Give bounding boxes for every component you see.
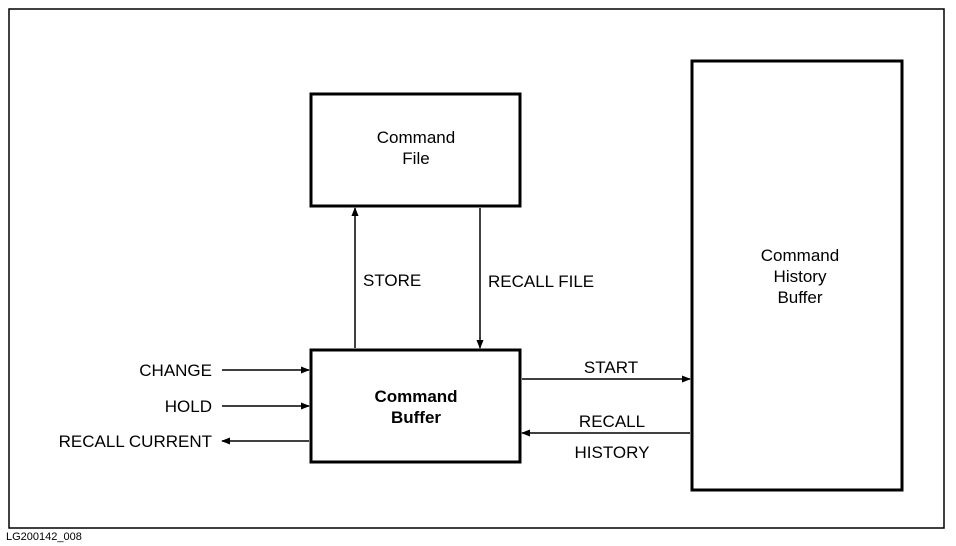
command-file-label-2: File bbox=[402, 149, 429, 168]
figure-id: LG200142_008 bbox=[6, 531, 82, 543]
store-label: STORE bbox=[363, 271, 421, 290]
change-label: CHANGE bbox=[139, 361, 212, 380]
history-buffer-label-2: History bbox=[774, 267, 827, 286]
command-buffer-label-1: Command bbox=[374, 387, 457, 406]
history-buffer-label-3: Buffer bbox=[777, 288, 822, 307]
command-buffer-label-2: Buffer bbox=[391, 408, 441, 427]
history-label: HISTORY bbox=[575, 443, 650, 462]
diagram-frame bbox=[8, 8, 945, 529]
history-buffer-label-1: Command bbox=[761, 246, 839, 265]
command-file-box: Command File bbox=[309, 92, 522, 208]
hold-label: HOLD bbox=[165, 397, 212, 416]
command-buffer-box: Command Buffer bbox=[309, 348, 522, 464]
start-label: START bbox=[584, 358, 638, 377]
recall-current-label: RECALL CURRENT bbox=[59, 432, 212, 451]
recall-file-label: RECALL FILE bbox=[488, 272, 594, 291]
command-file-label-1: Command bbox=[377, 128, 455, 147]
command-history-buffer-box: Command History Buffer bbox=[690, 59, 904, 492]
recall-label: RECALL bbox=[579, 412, 645, 431]
